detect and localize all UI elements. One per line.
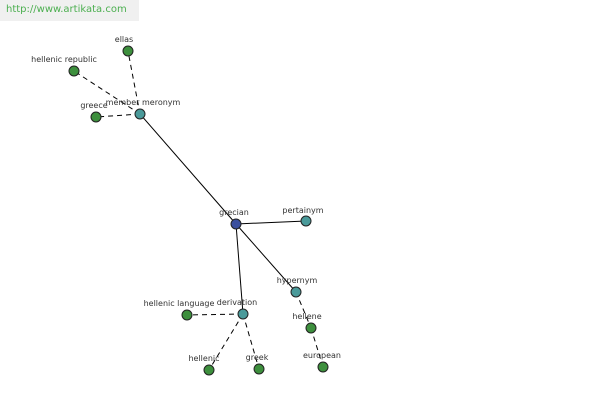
node-relation-pertainym[interactable] <box>300 215 312 227</box>
node-relation-hypernym[interactable] <box>290 286 302 298</box>
node-label-term-hellenic-language: hellenic language <box>144 299 215 308</box>
node-term-greece[interactable] <box>90 111 102 123</box>
node-term-european[interactable] <box>317 361 329 373</box>
edge-root-to-pertainym <box>235 220 307 225</box>
node-relation-derivation[interactable] <box>237 308 249 320</box>
edge-hypernym-to-hellene <box>295 291 312 329</box>
node-term-hellenic[interactable] <box>203 364 215 376</box>
node-term-ellas[interactable] <box>122 45 134 57</box>
node-label-term-hellene: hellene <box>292 312 321 321</box>
node-label-term-greek: greek <box>246 353 269 362</box>
edge-member-meronym-to-greece <box>95 113 141 118</box>
edge-derivation-to-hellenic <box>208 313 244 371</box>
node-term-greek[interactable] <box>253 363 265 375</box>
node-label-term-hellenic-republic: hellenic republic <box>31 55 97 64</box>
node-term-hellenic-language[interactable] <box>181 309 193 321</box>
nodes-layer <box>68 45 329 376</box>
edge-root-to-hypernym <box>235 223 297 293</box>
node-label-term-ellas: ellas <box>115 35 133 44</box>
node-label-relation-derivation: derivation <box>217 298 257 307</box>
edge-derivation-to-greek <box>242 313 260 370</box>
node-label-term-hellenic: hellenic <box>188 354 219 363</box>
node-label-relation-hypernym: hypernym <box>277 276 318 285</box>
labels-layer: grecian member meronym pertainym hypernym de… <box>31 35 341 363</box>
node-label-relation-pertainym: pertainym <box>282 206 323 215</box>
node-relation-member-meronym[interactable] <box>134 108 146 120</box>
node-label-root: grecian <box>219 208 249 217</box>
edge-derivation-to-hellenic-language <box>186 313 244 316</box>
node-term-hellene[interactable] <box>305 322 317 334</box>
site-url-link[interactable]: http://www.artikata.com <box>6 4 127 15</box>
node-term-hellenic-republic[interactable] <box>68 65 80 77</box>
edges-layer <box>73 50 324 371</box>
node-label-term-european: european <box>303 351 341 360</box>
edge-member-meronym-to-hellenic-republic <box>73 70 141 115</box>
node-label-term-greece: greece <box>80 101 107 110</box>
edge-root-to-member-meronym <box>139 113 237 225</box>
url-banner[interactable]: http://www.artikata.com <box>0 0 139 21</box>
node-label-relation-member-meronym: member meronym <box>106 98 181 107</box>
edge-root-to-derivation <box>235 223 244 315</box>
edge-member-meronym-to-ellas <box>127 50 141 115</box>
node-root[interactable] <box>230 218 242 230</box>
edge-hellene-to-european <box>310 327 324 368</box>
